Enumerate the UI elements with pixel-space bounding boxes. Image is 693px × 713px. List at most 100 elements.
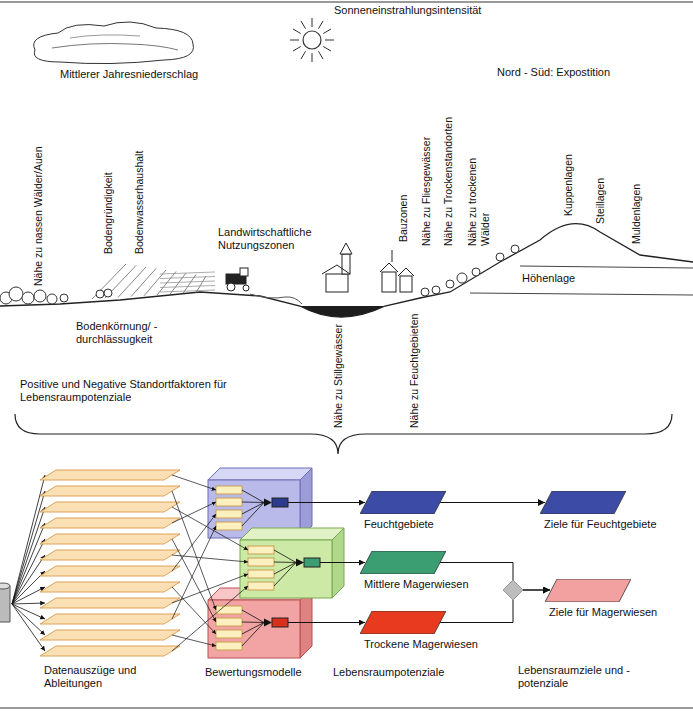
church [322,265,350,274]
ground [300,306,385,317]
trees [0,245,519,304]
sun [290,18,334,62]
buildings [380,263,398,272]
model-inputs [172,587,216,634]
evaluation-models [274,563,296,587]
trees [9,287,23,301]
field-rows [118,267,146,297]
data-layer-stack [40,550,180,560]
caption-label: Sonneneinstrahlungsintensität [334,4,481,17]
layer-parallelogram [360,611,446,634]
factor-label: Nähe zu trockenen Wälder [466,146,491,246]
data-layer-stack [40,502,180,512]
habitat-layer: Trockene Magerwiesen [360,611,484,651]
merge-diamond [503,580,523,600]
evaluation-models [274,563,296,575]
data-fan [12,507,45,604]
tractor [226,268,249,291]
factor-label: Nähe zu Fliesgewässer [420,137,433,246]
caption-label: Bewertungsmodelle [205,666,302,679]
trees [472,268,480,276]
trees [421,288,429,296]
ground [250,294,302,304]
data-fan [12,475,45,604]
factor-label: Nähe zu Stillgewässer [332,324,345,428]
sun [293,29,301,34]
caption-label: Bodenkörnung/ -durchlässugkeit [76,320,168,346]
sun [312,53,313,62]
cloud [52,44,178,51]
field-rows [131,269,156,297]
layer-title: Mittlere Magerwiesen [360,578,475,591]
data-fan [12,604,45,635]
sun [301,21,306,29]
layer-parallelogram [360,551,446,574]
buildings [398,268,414,276]
frame-rule [0,707,693,709]
layer-parallelogram [360,611,446,634]
data-fan [12,587,45,604]
field-rows [160,277,215,279]
habitat-layer: Feuchtgebiete [360,491,452,531]
model-inputs [172,539,216,622]
church [326,274,348,292]
evaluation-models [240,528,365,598]
data-fan [12,539,45,604]
factor-label: Muldenlagen [630,184,643,244]
sun [325,40,334,41]
caption-label: Positive und Negative Standortfaktoren f… [20,378,270,404]
factor-label: Nähe zu Feuchtgebieten [408,314,421,428]
flow-arrow [440,502,545,503]
sun [301,51,306,59]
field-rows [160,281,215,283]
evaluation-models [248,558,274,566]
model-inputs [172,475,216,490]
sun [319,51,324,59]
data-layer-stack [40,598,180,608]
model-inputs [172,586,248,651]
caption-label: Landwirtschaftliche Nutzungszonen [218,226,338,252]
sun [290,40,299,41]
caption-label: Nord - Süd: Expostition [497,66,610,79]
layer-title: Feuchtgebiete [360,518,452,531]
evaluation-models [248,570,274,578]
factor-label: Steillagen [594,178,607,224]
layer-title: Ziele für Feuchtgebiete [540,518,663,531]
evaluation-models [216,630,242,638]
trees [432,286,440,294]
data-layer-stack [40,582,180,592]
evaluation-models [216,498,242,506]
data-fan [12,475,45,651]
model-inputs [172,491,216,610]
caption-label: Höhenlage [522,272,575,285]
caption-label: Datenauszüge und Ableitungen [44,664,156,690]
layer-title: Ziele für Magerwiesen [545,606,663,619]
field-rows [105,266,136,299]
data-layer-stack [40,486,180,496]
data-layer-stack [40,614,180,624]
model-inputs [172,475,248,651]
buildings [400,276,412,292]
data-fan [12,555,45,604]
trees [34,290,46,302]
evaluation-models [274,562,296,564]
data-fan [12,604,45,651]
tractor [227,283,235,291]
cloud [70,35,140,38]
sun [323,29,331,34]
model-inputs [172,526,216,619]
layer-parallelogram [540,491,626,514]
sun [293,47,301,52]
evaluation-models [208,468,365,658]
data-source [0,583,10,622]
evaluation-models [242,503,264,515]
evaluation-models [216,522,242,530]
layer-parallelogram [360,551,446,574]
tractor [240,268,248,276]
church [340,243,352,254]
evaluation-models [216,510,242,518]
layer-parallelogram [360,491,446,514]
evaluation-models [216,642,242,650]
evaluation-models [248,546,274,554]
